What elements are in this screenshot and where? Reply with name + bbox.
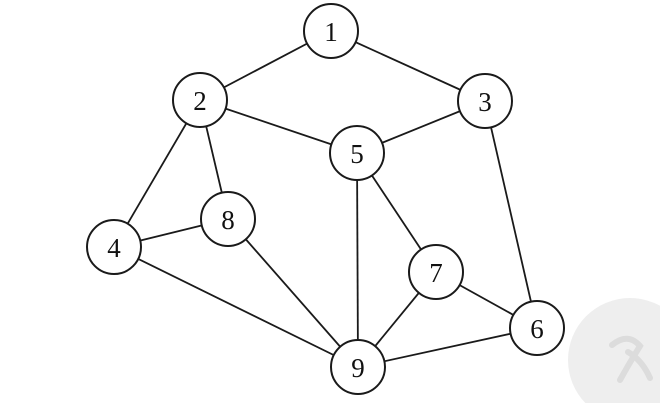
edge-6-9 [357, 327, 538, 368]
node-9: 9 [330, 339, 386, 395]
node-circle [329, 125, 385, 181]
node-8: 8 [200, 191, 256, 247]
edge-5-9 [356, 152, 359, 368]
edge-3-6 [484, 100, 538, 329]
node-circle [330, 339, 386, 395]
node-label: 3 [478, 87, 492, 117]
node-6: 6 [509, 300, 565, 356]
nodes: 1 2 3 4 5 6 7 8 9 [86, 3, 565, 395]
node-circle [172, 72, 228, 128]
node-4: 4 [86, 219, 142, 275]
node-5: 5 [329, 125, 385, 181]
node-circle [457, 73, 513, 129]
node-circle [408, 244, 464, 300]
edge-4-9 [113, 246, 359, 368]
node-circle [509, 300, 565, 356]
node-2: 2 [172, 72, 228, 128]
node-label: 8 [221, 205, 235, 235]
node-3: 3 [457, 73, 513, 129]
node-1: 1 [303, 3, 359, 59]
node-circle [86, 219, 142, 275]
edge-2-4 [113, 99, 201, 248]
node-label: 4 [107, 233, 121, 263]
node-circle [303, 3, 359, 59]
node-label: 5 [350, 139, 364, 169]
node-7: 7 [408, 244, 464, 300]
node-label: 7 [429, 258, 443, 288]
edge-8-9 [227, 218, 359, 368]
node-label: 2 [193, 86, 207, 116]
watermark-logo [568, 298, 660, 403]
edge-1-3 [330, 30, 486, 102]
node-circle [200, 191, 256, 247]
node-label: 9 [351, 353, 365, 383]
node-label: 1 [324, 17, 338, 47]
node-label: 6 [530, 314, 544, 344]
